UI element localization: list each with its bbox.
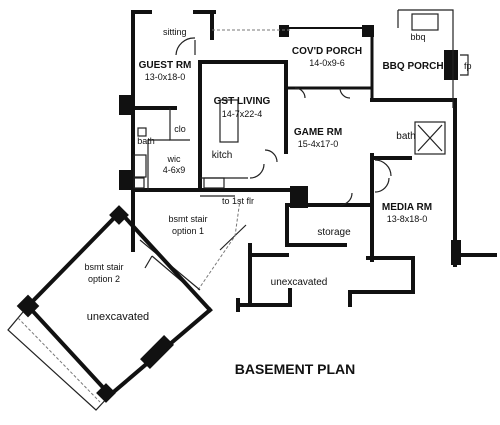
label-game-rm-dim: 15-4x17-0 bbox=[298, 139, 339, 149]
label-stair-2-line2: option 2 bbox=[88, 274, 120, 284]
label-media-rm: MEDIA RM bbox=[382, 202, 432, 213]
label-gst-living: GST LIVING bbox=[214, 96, 271, 107]
label-media-rm-dim: 13-8x18-0 bbox=[387, 214, 428, 224]
label-unexcavated-right: unexcavated bbox=[271, 277, 328, 288]
label-wic: wic bbox=[167, 154, 181, 164]
label-bath-right: bath bbox=[396, 131, 415, 142]
label-covd-porch: COV'D PORCH bbox=[292, 46, 362, 57]
label-clo: clo bbox=[174, 124, 186, 134]
plan-title: BASEMENT PLAN bbox=[235, 361, 356, 377]
label-sitting: sitting bbox=[163, 27, 187, 37]
label-wic-dim: 4-6x9 bbox=[163, 165, 186, 175]
corner-blocks bbox=[119, 25, 461, 265]
label-to-1st-flr: to 1st flr bbox=[222, 196, 254, 206]
label-guest-rm: GUEST RM bbox=[139, 60, 192, 71]
label-covd-porch-dim: 14-0x9-6 bbox=[309, 58, 345, 68]
label-bbq: bbq bbox=[410, 32, 425, 42]
label-gst-living-dim: 14-7x22-4 bbox=[222, 109, 263, 119]
label-unexcavated-left: unexcavated bbox=[87, 311, 149, 323]
label-guest-rm-dim: 13-0x18-0 bbox=[145, 72, 186, 82]
label-stair-1-line2: option 1 bbox=[172, 226, 204, 236]
label-game-rm: GAME RM bbox=[294, 127, 342, 138]
label-bath-left: bath bbox=[137, 136, 155, 146]
label-stair-2-line1: bsmt stair bbox=[84, 262, 123, 272]
label-fp: fp bbox=[464, 61, 472, 71]
label-kitch: kitch bbox=[212, 150, 233, 161]
label-stair-1-line1: bsmt stair bbox=[168, 214, 207, 224]
upper-walls bbox=[131, 10, 497, 312]
label-storage: storage bbox=[317, 227, 351, 238]
room-labels: sitting GUEST RM 13-0x18-0 COV'D PORCH 1… bbox=[84, 27, 471, 377]
label-bbq-porch: BBQ PORCH bbox=[382, 61, 443, 72]
